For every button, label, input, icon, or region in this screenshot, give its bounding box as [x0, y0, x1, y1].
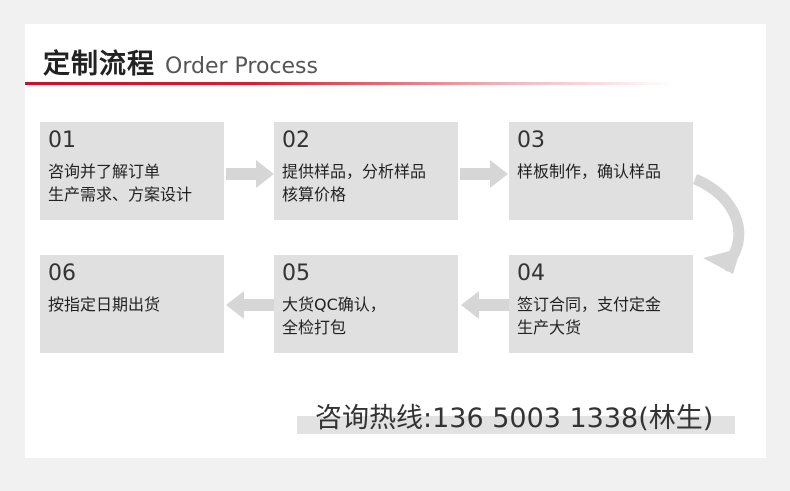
step-number: 02	[282, 128, 310, 153]
step-03: 03 样板制作，确认样品	[509, 122, 693, 220]
arrow-left-icon	[226, 291, 274, 319]
step-04: 04 签订合同，支付定金 生产大货	[509, 255, 693, 353]
hotline-highlight	[297, 416, 735, 434]
section-header: 定制流程 Order Process	[43, 42, 318, 82]
step-number: 01	[48, 128, 76, 153]
hotline-text: 咨询热线:136 5003 1338(林生)	[315, 403, 714, 434]
step-description: 按指定日期出货	[48, 295, 161, 314]
step-description: 样板制作，确认样品	[517, 162, 662, 181]
arrow-right-icon	[226, 160, 274, 188]
step-number: 05	[282, 261, 310, 286]
curved-arrow-down-icon	[692, 174, 745, 274]
step-05: 05 大货QC确认， 全检打包	[274, 255, 458, 353]
step-06: 06 按指定日期出货	[40, 255, 224, 353]
step-description: 咨询并了解订单 生产需求、方案设计	[48, 162, 193, 204]
page-subtitle: Order Process	[165, 54, 318, 79]
step-description: 大货QC确认， 全检打包	[282, 295, 386, 337]
process-card: 定制流程 Order Process 01 咨询并了解订单 生产需求、方案设计 …	[25, 24, 766, 458]
step-description: 提供样品，分析样品 核算价格	[282, 162, 427, 204]
page-title: 定制流程	[43, 49, 155, 80]
step-number: 06	[48, 261, 76, 286]
step-01: 01 咨询并了解订单 生产需求、方案设计	[40, 122, 224, 220]
step-description: 签订合同，支付定金 生产大货	[517, 295, 662, 337]
title-underline	[25, 82, 675, 85]
step-02: 02 提供样品，分析样品 核算价格	[274, 122, 458, 220]
step-number: 03	[517, 128, 545, 153]
arrow-left-icon	[461, 291, 509, 319]
arrow-right-icon	[460, 160, 508, 188]
step-number: 04	[517, 261, 545, 286]
